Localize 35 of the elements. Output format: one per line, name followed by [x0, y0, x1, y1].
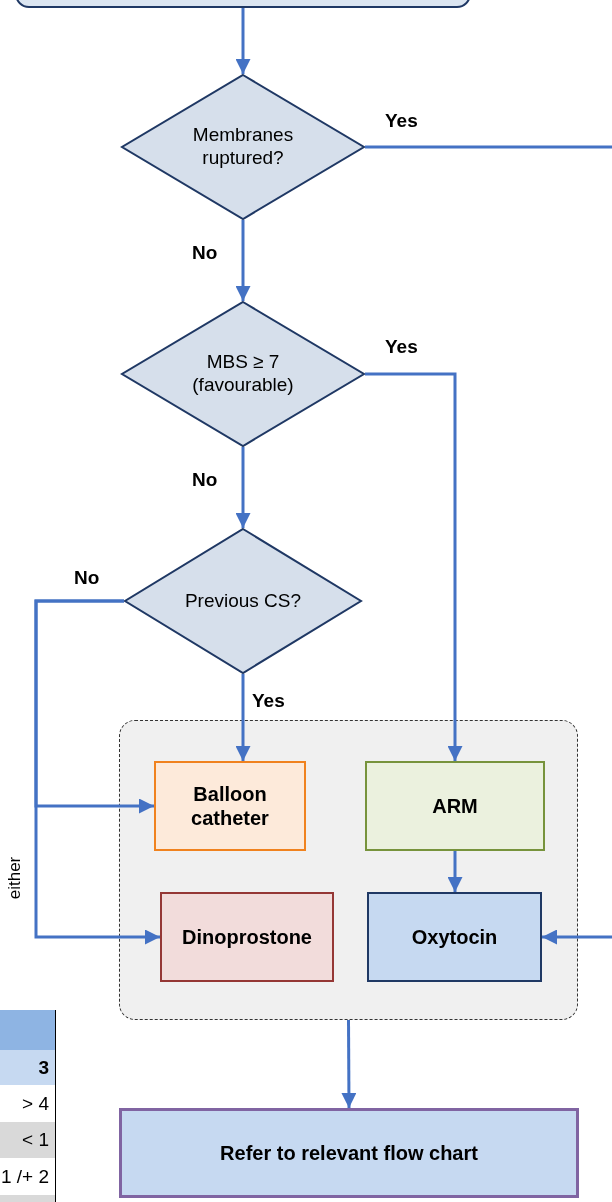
- decision-diamond: [124, 528, 362, 674]
- note-label: either: [5, 855, 25, 902]
- process-box: [367, 892, 542, 982]
- edge-label: No: [192, 242, 218, 264]
- arrow: [542, 929, 612, 945]
- process-box: [119, 1108, 579, 1198]
- node-label: Balloon catheter: [190, 782, 270, 830]
- group-container: [119, 720, 578, 1020]
- table-cell: < 1: [0, 1122, 55, 1158]
- process-box: [365, 761, 545, 851]
- node-label: Oxytocin: [411, 925, 498, 949]
- edge-label: No: [74, 567, 100, 589]
- edge-label: Yes: [385, 336, 418, 358]
- arrow: [365, 372, 463, 761]
- node-label: Previous CS?: [183, 589, 303, 613]
- node-label: Membranes ruptured?: [191, 124, 295, 170]
- process-box: [160, 892, 334, 982]
- table-cell: 3: [0, 1050, 55, 1085]
- node-label: MBS ≥ 7 (favourable): [191, 351, 295, 397]
- node-label: Refer to relevant flow chart: [220, 1141, 478, 1165]
- node-label: ARM: [432, 794, 478, 818]
- arrow: [341, 1020, 357, 1108]
- node-label: Dinoprostone: [182, 925, 312, 949]
- edge-label: Yes: [385, 110, 418, 132]
- edge-label: No: [192, 469, 218, 491]
- edge-label: Yes: [252, 690, 285, 712]
- arrow: [447, 851, 463, 892]
- decision-diamond: [121, 301, 365, 447]
- arrow: [34, 599, 160, 945]
- arrow: [235, 447, 251, 528]
- decision-diamond: [121, 74, 365, 220]
- arrow: [235, 220, 251, 301]
- arrow: [235, 8, 251, 74]
- arrow: [235, 674, 251, 761]
- process-box: [154, 761, 306, 851]
